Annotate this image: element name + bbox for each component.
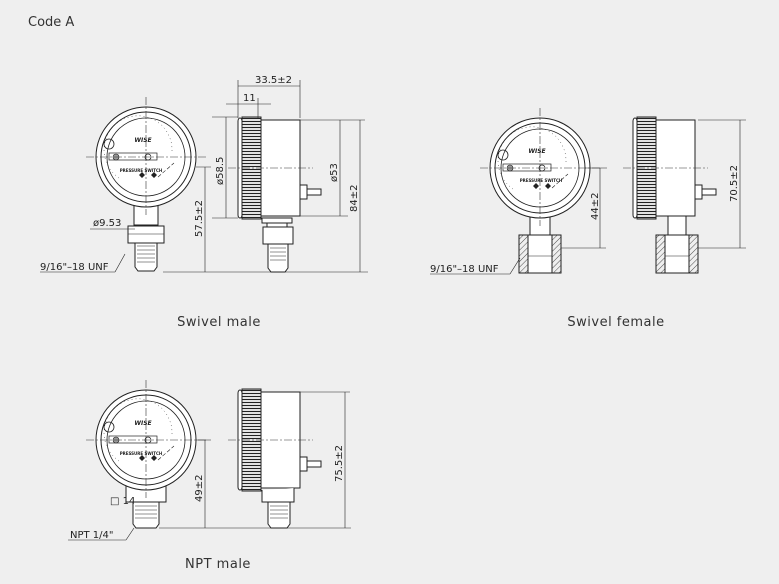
npt-male-front-view: [85, 379, 207, 529]
page-title: Code A: [28, 15, 74, 30]
swivel-female-front-view: [479, 107, 601, 274]
dim-overall-depth: 33.5±2: [255, 75, 292, 86]
npt-male-side-view: [227, 388, 322, 529]
dim-bezel-dia: ø58.5: [215, 157, 226, 185]
swivel-male-dimensions: 33.5±2 11 ø58.5 ø53 84±2 57.5±2 ø9.53 9/…: [40, 75, 368, 273]
dim-thread: 9/16"–18 UNF: [430, 264, 499, 275]
swivel-male-side-view: [227, 116, 322, 273]
dim-thread: NPT 1/4": [70, 530, 114, 541]
dim-stem-dia: ø9.53: [93, 218, 121, 229]
dial-label: PRESSURE SWITCH: [520, 178, 563, 183]
caption-swivel-female: Swivel female: [567, 315, 664, 330]
dim-bezel-depth: 11: [243, 93, 256, 104]
swivel-female-side-view: [622, 116, 717, 274]
dial-label: PRESSURE SWITCH: [120, 451, 163, 456]
dim-height-total: 70.5±2: [729, 165, 740, 202]
dim-thread: 9/16"–18 UNF: [40, 262, 109, 273]
npt-male-dimensions: 49±2 75.5±2 □ 14 NPT 1/4": [68, 391, 351, 541]
dim-case-dia: ø53: [329, 163, 340, 182]
brand-logo: WISE: [134, 420, 152, 427]
dim-height-center: 49±2: [194, 475, 205, 502]
dim-height-center: 57.5±2: [194, 200, 205, 237]
brand-logo: WISE: [528, 148, 546, 155]
caption-npt-male: NPT male: [185, 557, 251, 572]
swivel-male-front-view: [85, 96, 207, 272]
dim-height-center: 44±2: [590, 193, 601, 220]
dim-height-total: 75.5±2: [334, 445, 345, 482]
dim-height-total: 84±2: [349, 185, 360, 212]
caption-swivel-male: Swivel male: [177, 315, 261, 330]
dim-hex: □ 14: [110, 496, 135, 507]
dial-label: PRESSURE SWITCH: [120, 168, 163, 173]
brand-logo: WISE: [134, 137, 152, 144]
swivel-female-dimensions: 44±2 70.5±2 9/16"–18 UNF: [430, 119, 746, 275]
